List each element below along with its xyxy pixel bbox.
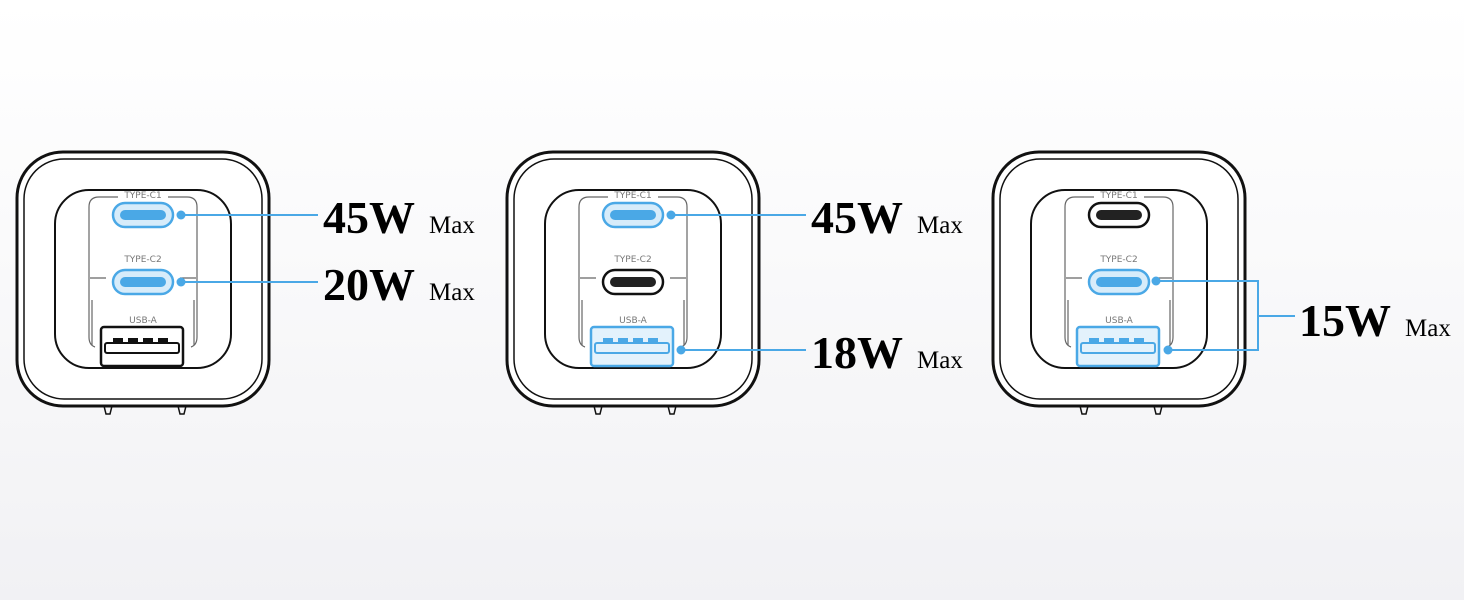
type-c2-port-tongue [1096, 277, 1142, 287]
usb-a-port [1075, 325, 1161, 368]
port-guide [88, 196, 198, 348]
usb-a-pin [633, 338, 643, 342]
charger-bezel [999, 158, 1239, 400]
port-label: TYPE-C1 [123, 191, 161, 201]
usb-a-pin [648, 338, 658, 342]
port-label: TYPE-C1 [613, 191, 651, 201]
type-c1-port-tongue [610, 210, 656, 220]
charger-plug [103, 405, 187, 415]
usb-a-pin [603, 338, 613, 342]
usb-a-pin [158, 338, 168, 342]
port-label: USB-A [1105, 316, 1134, 326]
type-c2-port-tongue [610, 277, 656, 287]
port-guide [578, 196, 688, 348]
usb-a-port [589, 325, 675, 368]
port-label: TYPE-C2 [1099, 255, 1137, 265]
usb-a-pin [618, 338, 628, 342]
usb-a-pin [1134, 338, 1144, 342]
charger-bezel [23, 158, 263, 400]
port-guide [91, 300, 195, 345]
usb-a-pin [143, 338, 153, 342]
usb-a-pin [128, 338, 138, 342]
usb-a-tongue [594, 342, 670, 354]
charger-plug [593, 405, 677, 415]
port-label: TYPE-C1 [1099, 191, 1137, 201]
usb-a-pin [1089, 338, 1099, 342]
port-label: USB-A [129, 316, 158, 326]
type-c1-port-tongue [120, 210, 166, 220]
port-label: TYPE-C2 [123, 255, 161, 265]
usb-a-tongue [1080, 342, 1156, 354]
connector-bracket [1156, 280, 1295, 351]
usb-a-pin [113, 338, 123, 342]
usb-a-port [99, 325, 185, 368]
usb-a-tongue [104, 342, 180, 354]
type-c1-port-tongue [1096, 210, 1142, 220]
port-label: USB-A [619, 316, 648, 326]
port-guide [581, 300, 685, 345]
type-c2-port-tongue [120, 277, 166, 287]
port-guide [1067, 300, 1171, 345]
port-label: TYPE-C2 [613, 255, 651, 265]
charger-plug [1079, 405, 1163, 415]
port-guide [1064, 196, 1174, 348]
charger-bezel [513, 158, 753, 400]
usb-a-pin [1119, 338, 1129, 342]
usb-a-pin [1104, 338, 1114, 342]
